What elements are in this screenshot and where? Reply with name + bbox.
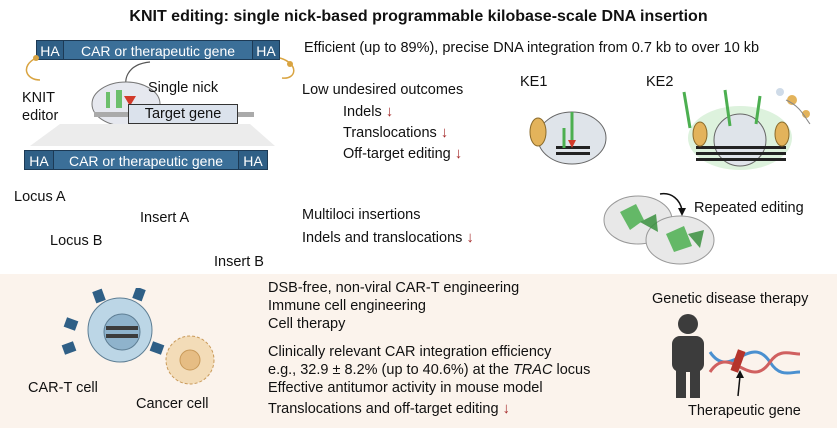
product-ha-left: HA [24, 150, 54, 170]
locus-a-label: Locus A [14, 189, 66, 205]
decrease-arrow-icon: ↓ [440, 124, 449, 141]
editor-label-line1: KNIT [22, 90, 56, 106]
decrease-arrow-icon: ↓ [454, 145, 463, 162]
donor-ha-right: HA [252, 40, 280, 60]
app-line-6: Effective antitumor activity in mouse mo… [268, 380, 543, 396]
indels-translocations-item: Indels and translocations↓ [302, 229, 474, 246]
insert-b-label: Insert B [214, 254, 264, 270]
decrease-arrow-icon: ↓ [385, 103, 394, 120]
app-line-2: Immune cell engineering [268, 298, 426, 314]
target-gene-box: Target gene [128, 104, 238, 124]
product-gene: CAR or therapeutic gene [54, 150, 238, 170]
editor-label-line2: editor [22, 108, 59, 124]
decrease-arrow-icon: ↓ [502, 400, 511, 417]
app-line-7: Translocations and off-target editing↓ [268, 400, 511, 417]
decrease-arrow-icon: ↓ [466, 229, 474, 246]
ke2-label: KE2 [646, 74, 674, 90]
donor-gene: CAR or therapeutic gene [64, 40, 252, 60]
person-dna-illustration [672, 314, 801, 398]
app-line-3: Cell therapy [268, 316, 346, 332]
ke1-label: KE1 [520, 74, 548, 90]
locus-b-label: Locus B [50, 233, 103, 249]
off-target-item: Off-target editing↓ [343, 145, 463, 162]
genetic-therapy-title: Genetic disease therapy [652, 291, 809, 307]
ke-structures-illustration [529, 88, 811, 170]
multiloci-text: Multiloci insertions [302, 207, 421, 223]
nick-label: Single nick [148, 80, 219, 96]
repeated-editing-illustration [603, 192, 715, 265]
app-line-1: DSB-free, non-viral CAR-T engineering [268, 280, 520, 296]
translocations-item: Translocations↓ [343, 124, 449, 141]
repeated-editing-label: Repeated editing [694, 200, 804, 216]
cancer-cell-label: Cancer cell [136, 396, 209, 412]
app-line-4: Clinically relevant CAR integration effi… [268, 344, 552, 360]
indels-item: Indels↓ [343, 103, 394, 120]
product-ha-right: HA [238, 150, 268, 170]
donor-ha-left: HA [36, 40, 64, 60]
therapeutic-gene-label: Therapeutic gene [688, 403, 801, 419]
app-line-5: e.g., 32.9 ± 8.2% (up to 40.6%) at the T… [268, 362, 591, 378]
efficiency-text: Efficient (up to 89%), precise DNA integ… [304, 40, 760, 56]
car-t-cancer-illustration [61, 288, 215, 385]
insert-a-label: Insert A [140, 210, 190, 226]
low-outcomes-title: Low undesired outcomes [302, 82, 464, 98]
car-t-cell-label: CAR-T cell [28, 380, 98, 396]
figure-title: KNIT editing: single nick-based programm… [129, 8, 708, 25]
